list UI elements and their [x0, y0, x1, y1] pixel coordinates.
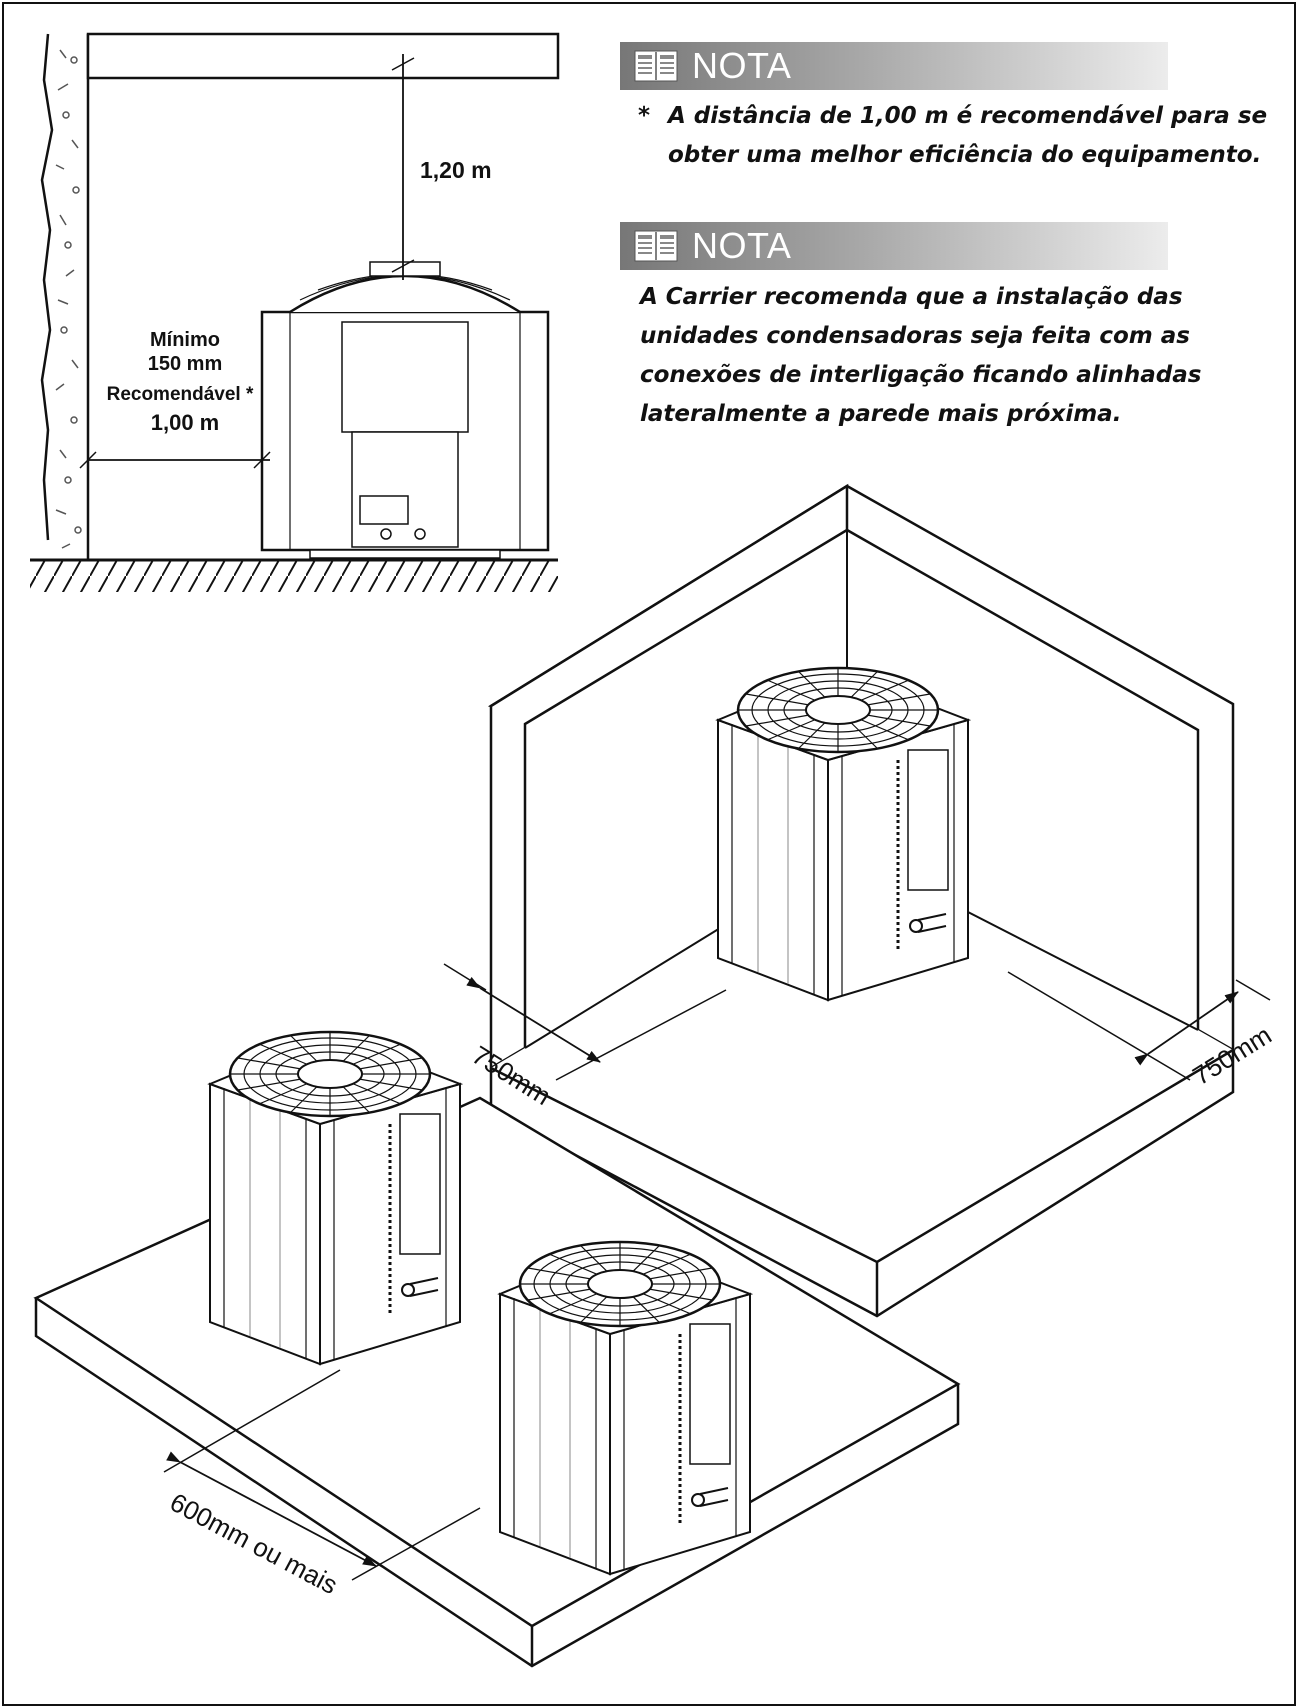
wall-outline — [40, 33, 54, 541]
note-1-title: NOTA — [692, 45, 792, 86]
note-2: NOTA A Carrier recomenda que a instalaçã… — [620, 222, 1220, 442]
top-clearance-label: 1,20 m — [420, 157, 492, 183]
condenser-unit-icon — [208, 1030, 462, 1366]
side-rec-label: Recomendável * — [107, 384, 254, 405]
note-2-title: NOTA — [692, 225, 792, 266]
condenser-unit-icon — [498, 1240, 752, 1576]
note-2-line-1: A Carrier recomenda que a instalação das — [640, 284, 1183, 310]
note-1-header: NOTA — [620, 42, 1168, 90]
note-2-line-2: unidades condensadoras seja feita com as — [640, 323, 1190, 349]
side-min-value: 150 mm — [148, 353, 223, 375]
corner-left-dim — [466, 976, 601, 1063]
note-2-line-3: conexões de interligação ficando alinhad… — [640, 362, 1202, 388]
condenser-unit-icon — [716, 666, 970, 1002]
side-min-label: Mínimo — [150, 329, 220, 351]
note-1: NOTA * A distância de 1,00 m é recomendá… — [620, 42, 1267, 182]
side-view: 1,20 m Mínimo 150 mm Recomendável * 1,00… — [30, 32, 560, 592]
wall-aggregate — [55, 49, 82, 549]
note-book-icon — [634, 50, 678, 82]
condenser-unit-icon — [260, 261, 550, 559]
note-1-asterisk: * — [638, 103, 651, 129]
pair-spacing-label: 600mm ou mais — [165, 1487, 342, 1600]
corner-right-dim — [1134, 991, 1239, 1066]
note-1-line-2: obter uma melhor eficiência do equipamen… — [668, 142, 1262, 168]
ceiling-slab — [86, 32, 560, 80]
note-2-header: NOTA — [620, 222, 1168, 270]
corner-view: 750mm 750mm — [443, 483, 1277, 1318]
note-2-line-4: lateralmente a parede mais próxima. — [640, 401, 1122, 427]
floor-hatch — [30, 560, 558, 592]
note-book-icon — [634, 230, 678, 262]
pair-spacing-dim — [166, 1451, 377, 1567]
side-rec-value: 1,00 m — [151, 410, 220, 435]
note-1-line-1: A distância de 1,00 m é recomendável par… — [668, 103, 1268, 129]
